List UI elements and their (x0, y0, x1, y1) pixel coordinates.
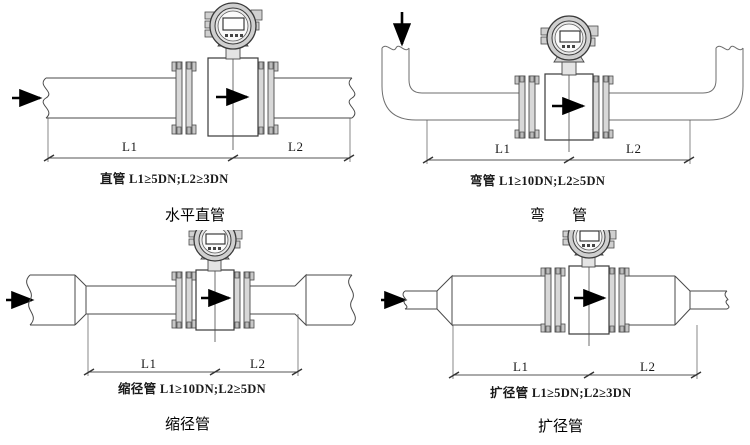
panel-caption: 扩径管 (538, 418, 584, 435)
dimension-label-l2: L2 (640, 359, 656, 374)
reducer-pipe-drawing (6, 230, 356, 376)
spec-text: 直管 L1≥5DN;L2≥3DN (100, 172, 229, 186)
reducer-cone-right (294, 273, 307, 327)
pipe-break-symbol-right (348, 77, 356, 119)
pipe-break-symbol-right (348, 274, 356, 326)
dimension-label-l1: L1 (141, 356, 157, 371)
flange-left (171, 271, 197, 329)
dimension-line (422, 120, 695, 164)
dimension-line (83, 314, 303, 376)
panel-caption: 水平直管 (165, 207, 226, 224)
flange-left (540, 267, 566, 333)
pipe-break-symbol-right (724, 290, 730, 310)
dimension-label-l1: L1 (495, 141, 511, 156)
panel-caption: 弯 管 (530, 207, 594, 224)
spec-text: 扩径管 L1≥5DN;L2≥3DN (490, 386, 632, 400)
dimension-label-l1: L1 (513, 359, 529, 374)
dimension-label-l2: L2 (288, 139, 304, 154)
transmitter-head[interactable] (188, 230, 243, 262)
transmitter-head[interactable] (540, 15, 599, 61)
elbow-left-outer (381, 48, 522, 121)
pipe-break-symbol-right (715, 45, 744, 51)
pipe-break-symbol-left (26, 274, 34, 326)
expander-cone-left (436, 274, 453, 327)
flange-left (171, 61, 197, 135)
panel-horizontal-straight-pipe: L1 L2 直管 L1≥5DN;L2≥3DN 水平直管 (0, 0, 375, 230)
dimension-line (43, 118, 355, 162)
flange-left (514, 75, 540, 139)
pipe-break-symbol-left (402, 290, 408, 310)
transmitter-display (579, 230, 600, 242)
panel-caption: 缩径管 (165, 416, 211, 433)
pipe-break-symbol-left (381, 45, 410, 51)
transmitter-head[interactable] (562, 230, 617, 259)
elbow-right-inner (607, 48, 717, 94)
bend-pipe-drawing (381, 12, 744, 164)
dimension-label-l2: L2 (250, 356, 266, 371)
panel-reducer-pipe: L1 L2 缩径管 L1≥10DN;L2≥5DN 缩径管 (0, 230, 375, 445)
reducer-cone-left (74, 274, 87, 326)
spec-text: 弯管 L1≥10DN;L2≥5DN (470, 174, 606, 188)
panel-expander-pipe: L1 L2 扩径管 L1≥5DN;L2≥3DN 扩径管 (375, 230, 750, 445)
transmitter-neck (561, 61, 577, 76)
elbow-left-inner (408, 48, 522, 94)
dimension-label-l1: L1 (122, 139, 138, 154)
spec-text: 缩径管 L1≥10DN;L2≥5DN (118, 382, 266, 396)
transmitter-head[interactable] (204, 2, 263, 50)
expander-cone-right (674, 275, 691, 326)
transmitter-display (222, 17, 245, 31)
dimension-line (448, 325, 702, 379)
panel-bend-pipe: L1 L2 弯管 L1≥10DN;L2≥5DN 弯 管 (375, 0, 750, 230)
transmitter-display (559, 30, 581, 43)
pipe-break-symbol-left (42, 77, 50, 119)
expander-pipe-drawing (381, 230, 730, 379)
straight-pipe-drawing (12, 2, 356, 162)
transmitter-display (205, 233, 226, 245)
elbow-right-outer (607, 48, 744, 121)
dimension-label-l2: L2 (626, 141, 642, 156)
